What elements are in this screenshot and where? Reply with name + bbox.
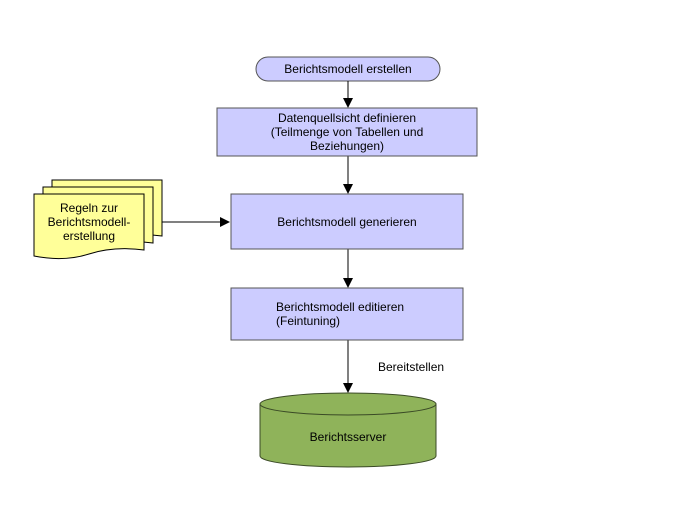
- step1-line3: Beziehungen): [309, 139, 385, 153]
- step3-label: Berichtsmodell editieren (Feintuning): [276, 300, 404, 328]
- rules-line1: Regeln zur: [59, 201, 119, 215]
- step3-line2: (Feintuning): [276, 314, 341, 328]
- step2-label: Berichtsmodell generieren: [277, 215, 417, 229]
- start-label: Berichtsmodell erstellen: [284, 62, 412, 76]
- step1-label: Datenquellsicht definieren (Teilmenge vo…: [217, 111, 477, 153]
- report-server-database-icon: [259, 392, 437, 468]
- rules-document-stack: [33, 179, 163, 260]
- rules-line2: Berichtsmodell-: [47, 215, 131, 229]
- step-edit-model: [230, 287, 464, 341]
- server-label: Berichtsserver: [309, 430, 387, 444]
- step-define-datasource-view: [216, 107, 478, 157]
- step1-line2: (Teilmenge von Tabellen und: [270, 125, 424, 139]
- rules-line3: erstellung: [62, 229, 116, 243]
- rules-label: Regeln zur Berichtsmodell- erstellung: [34, 201, 144, 243]
- step3-line1: Berichtsmodell editieren: [276, 300, 405, 314]
- step1-line1: Datenquellsicht definieren: [277, 111, 417, 125]
- deploy-label: Bereitstellen: [378, 360, 445, 374]
- step-generate-model: [230, 193, 464, 250]
